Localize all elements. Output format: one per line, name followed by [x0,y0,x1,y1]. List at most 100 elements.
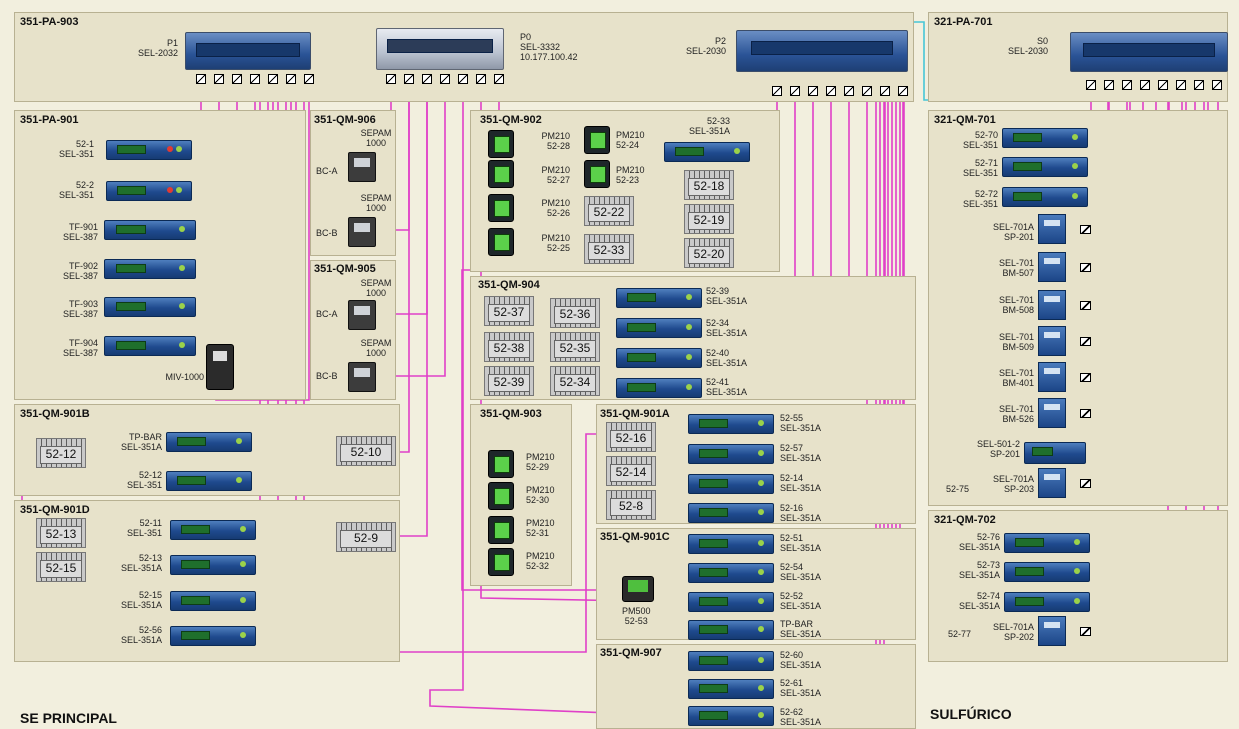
port-s0-2[interactable] [1104,80,1114,90]
relay-52-39[interactable] [616,288,702,308]
relay-52-56[interactable] [170,626,256,646]
breaker-52-14[interactable]: 52-14 [606,456,656,486]
breaker-52-36[interactable]: 52-36 [550,298,600,328]
port-s0-1[interactable] [1086,80,1096,90]
breaker-52-33-qm902[interactable]: 52-33 [584,234,634,264]
breaker-52-10[interactable]: 52-10 [336,436,396,466]
relay-52-55[interactable] [688,414,774,434]
breaker-52-12[interactable]: 52-12 [36,438,86,468]
port-p1-5[interactable] [268,74,278,84]
port-motor-4[interactable] [1080,337,1091,346]
breaker-52-15[interactable]: 52-15 [36,552,86,582]
relay-52-60[interactable] [688,651,774,671]
port-p0-3[interactable] [422,74,432,84]
sepam-qm905-bc-b[interactable] [348,362,376,392]
relay-52-33[interactable] [664,142,750,162]
port-motor-5[interactable] [1080,373,1091,382]
relay-52-54[interactable] [688,563,774,583]
pm210-52-26[interactable] [488,194,514,222]
port-p1-2[interactable] [214,74,224,84]
relay-52-13[interactable] [170,555,256,575]
port-motor-7[interactable] [1080,479,1091,488]
port-p1-3[interactable] [232,74,242,84]
port-p1-6[interactable] [286,74,296,84]
sepam-qm906-bc-a[interactable] [348,152,376,182]
relay-52-34[interactable] [616,318,702,338]
port-s0-6[interactable] [1176,80,1186,90]
pm210-52-25[interactable] [488,228,514,256]
port-p2-5[interactable] [844,86,854,96]
relay-52-61[interactable] [688,679,774,699]
port-p2-1[interactable] [772,86,782,96]
pm210-52-23[interactable] [584,160,610,188]
port-p1-4[interactable] [250,74,260,84]
port-motor-sp-202[interactable] [1080,627,1091,636]
relay-52-70[interactable] [1002,128,1088,148]
port-p0-6[interactable] [476,74,486,84]
relay-tp-bar-qm901b[interactable] [166,432,252,452]
pm210-52-30[interactable] [488,482,514,510]
relay-52-57[interactable] [688,444,774,464]
port-motor-6[interactable] [1080,409,1091,418]
relay-sel-501-2-sp-201[interactable] [1024,442,1086,464]
relay-52-11[interactable] [170,520,256,540]
relay-52-2[interactable] [106,181,192,201]
port-p0-1[interactable] [386,74,396,84]
pm210-52-29[interactable] [488,450,514,478]
p1-sel-2032[interactable] [185,32,311,70]
relay-52-16[interactable] [688,503,774,523]
relay-tf-902[interactable] [104,259,196,279]
miv-1000-device[interactable] [206,344,234,390]
p2-sel-2030[interactable] [736,30,908,72]
port-p2-2[interactable] [790,86,800,96]
relay-52-71[interactable] [1002,157,1088,177]
breaker-52-39[interactable]: 52-39 [484,366,534,396]
breaker-52-22[interactable]: 52-22 [584,196,634,226]
port-p1-1[interactable] [196,74,206,84]
relay-tf-903[interactable] [104,297,196,317]
pm210-52-28[interactable] [488,130,514,158]
sepam-qm906-bc-b[interactable] [348,217,376,247]
breaker-52-34[interactable]: 52-34 [550,366,600,396]
port-p0-4[interactable] [440,74,450,84]
relay-tf-904[interactable] [104,336,196,356]
relay-52-72[interactable] [1002,187,1088,207]
port-motor-1[interactable] [1080,225,1091,234]
breaker-52-35[interactable]: 52-35 [550,332,600,362]
breaker-52-19[interactable]: 52-19 [684,204,734,234]
port-s0-4[interactable] [1140,80,1150,90]
relay-52-74[interactable] [1004,592,1090,612]
relay-sel-701-bm-508[interactable] [1038,290,1066,320]
port-p0-2[interactable] [404,74,414,84]
relay-52-14[interactable] [688,474,774,494]
sepam-qm905-bc-a[interactable] [348,300,376,330]
relay-tf-901[interactable] [104,220,196,240]
relay-52-15[interactable] [170,591,256,611]
relay-sel-701-bm-401[interactable] [1038,362,1066,392]
relay-sel-701-bm-507[interactable] [1038,252,1066,282]
port-s0-7[interactable] [1194,80,1204,90]
relay-52-40[interactable] [616,348,702,368]
port-s0-5[interactable] [1158,80,1168,90]
relay-52-41[interactable] [616,378,702,398]
breaker-52-8[interactable]: 52-8 [606,490,656,520]
relay-52-52[interactable] [688,592,774,612]
breaker-52-38[interactable]: 52-38 [484,332,534,362]
port-p0-5[interactable] [458,74,468,84]
relay-tp-bar-qm901c[interactable] [688,620,774,640]
relay-52-1[interactable] [106,140,192,160]
breaker-52-37[interactable]: 52-37 [484,296,534,326]
port-p2-8[interactable] [898,86,908,96]
relay-sel-701-bm-509[interactable] [1038,326,1066,356]
pm210-52-32[interactable] [488,548,514,576]
relay-52-76[interactable] [1004,533,1090,553]
breaker-52-20[interactable]: 52-20 [684,238,734,268]
port-motor-3[interactable] [1080,301,1091,310]
relay-sel-701a-sp-202[interactable] [1038,616,1066,646]
port-p2-3[interactable] [808,86,818,96]
port-motor-2[interactable] [1080,263,1091,272]
relay-sel-701a-sp-203[interactable] [1038,468,1066,498]
port-p2-4[interactable] [826,86,836,96]
port-p2-6[interactable] [862,86,872,96]
breaker-52-18[interactable]: 52-18 [684,170,734,200]
